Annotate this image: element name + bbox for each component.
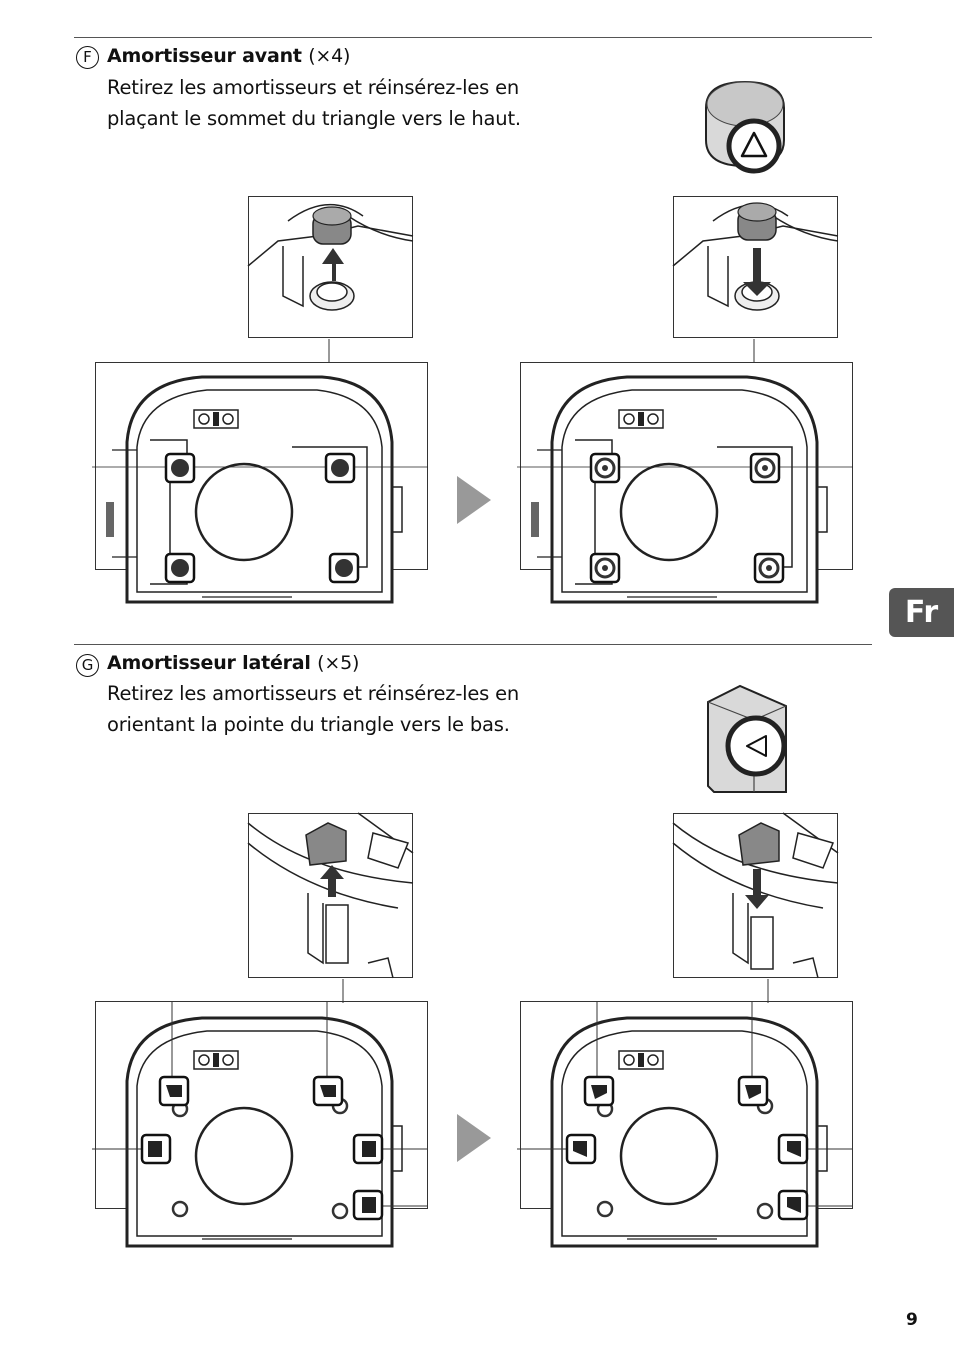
- housing-side-dampers-after: [517, 1001, 853, 1248]
- section-g-line-2: orientant la pointe du triangle vers le …: [107, 713, 510, 736]
- section-g-instructions: Retirez les amortisseurs et réinsérez-le…: [107, 678, 519, 740]
- section-f-title: Amortisseur avant: [107, 45, 302, 67]
- section-rule-middle: [74, 644, 872, 645]
- section-f-instructions: Retirez les amortisseurs et réinsérez-le…: [107, 72, 521, 134]
- section-f-heading: Amortisseur avant (×4): [107, 45, 350, 67]
- section-g-line-1: Retirez les amortisseurs et réinsérez-le…: [107, 682, 520, 705]
- section-f-qty: (×4): [308, 45, 351, 67]
- language-tab: Fr: [889, 588, 954, 637]
- side-damper-insertion-leader: [767, 979, 769, 1003]
- next-step-arrow-icon: [457, 1114, 491, 1162]
- housing-side-dampers-before: [92, 1001, 428, 1248]
- side-damper-removal-leader: [342, 979, 344, 1003]
- section-f-line-1: Retirez les amortisseurs et réinsérez-le…: [107, 76, 520, 99]
- section-f-letter: F: [76, 46, 99, 69]
- section-g-title: Amortisseur latéral: [107, 652, 311, 674]
- housing-front-dampers-after: [517, 362, 853, 604]
- side-damper-insertion-detail: [672, 812, 839, 979]
- section-rule-top: [74, 37, 872, 38]
- front-damper-removal-leader: [328, 339, 330, 363]
- housing-front-dampers-before: [92, 362, 428, 604]
- side-damper-triangle-down-icon: [707, 684, 787, 793]
- page-number: 9: [906, 1310, 918, 1330]
- front-damper-removal-detail: [247, 196, 414, 338]
- front-damper-triangle-up-icon: [705, 80, 785, 174]
- next-step-arrow-icon: [457, 476, 491, 524]
- section-g-letter: G: [76, 654, 99, 677]
- front-damper-insertion-leader: [753, 339, 755, 363]
- section-f-line-2: plaçant le sommet du triangle vers le ha…: [107, 107, 521, 130]
- front-damper-insertion-detail: [672, 196, 839, 338]
- section-g-qty: (×5): [317, 652, 360, 674]
- side-damper-removal-detail: [247, 812, 414, 979]
- section-g-heading: Amortisseur latéral (×5): [107, 652, 359, 674]
